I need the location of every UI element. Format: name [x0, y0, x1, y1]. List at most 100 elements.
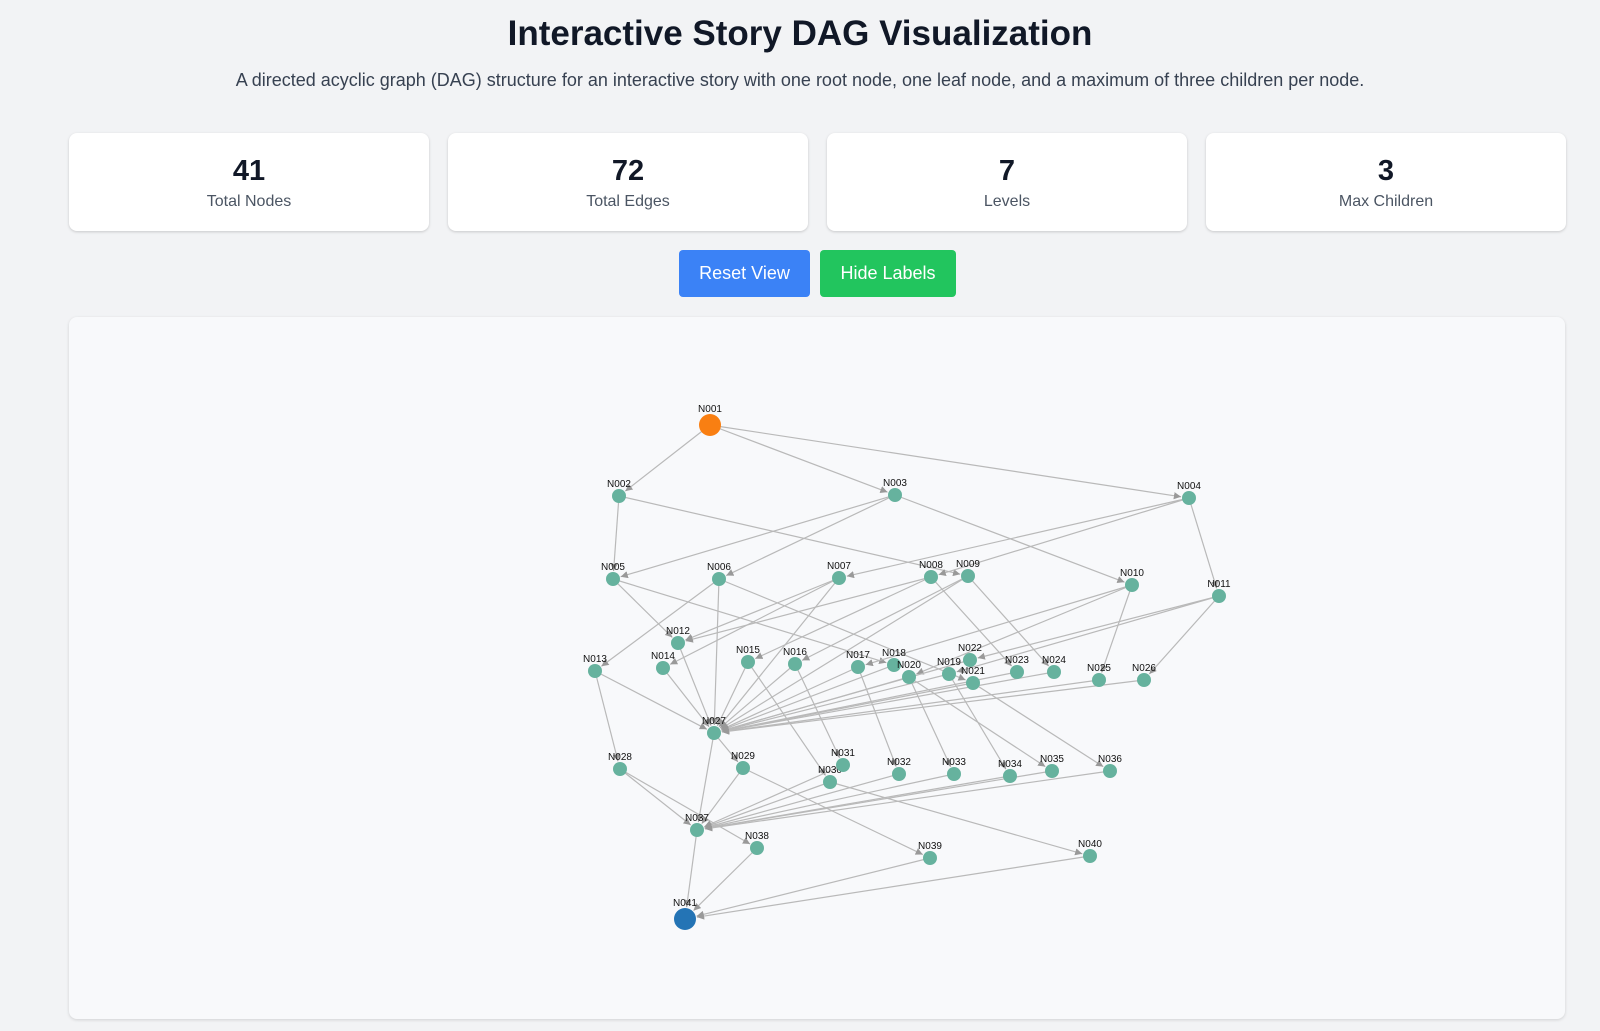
node-circle[interactable]	[612, 489, 626, 503]
node-n026[interactable]: N026	[1132, 663, 1156, 687]
node-n035[interactable]: N035	[1040, 754, 1064, 778]
node-n012[interactable]: N012	[666, 626, 690, 650]
node-circle[interactable]	[1010, 665, 1024, 679]
node-circle[interactable]	[961, 569, 975, 583]
node-circle[interactable]	[963, 653, 977, 667]
node-circle[interactable]	[966, 676, 980, 690]
node-n033[interactable]: N033	[942, 757, 966, 781]
page-title: Interactive Story DAG Visualization	[507, 14, 1093, 53]
node-circle[interactable]	[924, 570, 938, 584]
edge-n017-n032	[857, 666, 897, 767]
node-circle[interactable]	[1137, 673, 1151, 687]
node-circle[interactable]	[1125, 578, 1139, 592]
node-circle[interactable]	[851, 660, 865, 674]
node-n040[interactable]: N040	[1078, 839, 1102, 863]
node-n023[interactable]: N023	[1005, 655, 1029, 679]
node-circle[interactable]	[1092, 673, 1106, 687]
node-circle[interactable]	[1047, 665, 1061, 679]
node-circle[interactable]	[902, 670, 916, 684]
node-n021[interactable]: N021	[961, 666, 985, 690]
node-circle[interactable]	[741, 655, 755, 669]
edge-n028-n037	[619, 768, 692, 826]
node-circle[interactable]	[1045, 764, 1059, 778]
node-circle[interactable]	[656, 661, 670, 675]
node-n029[interactable]: N029	[731, 751, 755, 775]
node-n028[interactable]: N028	[608, 752, 632, 776]
node-circle[interactable]	[671, 636, 685, 650]
node-circle[interactable]	[1103, 764, 1117, 778]
node-n022[interactable]: N022	[958, 643, 982, 667]
node-circle[interactable]	[888, 488, 902, 502]
node-circle[interactable]	[942, 667, 956, 681]
node-n030[interactable]: N030	[818, 765, 842, 789]
node-n013[interactable]: N013	[583, 654, 607, 678]
root-node-circle[interactable]	[699, 414, 721, 436]
node-n008[interactable]: N008	[919, 560, 943, 584]
hide-labels-button[interactable]: Hide Labels	[820, 250, 956, 297]
node-circle[interactable]	[588, 664, 602, 678]
node-circle[interactable]	[788, 657, 802, 671]
node-n019[interactable]: N019	[937, 657, 961, 681]
node-circle[interactable]	[836, 758, 850, 772]
node-circle[interactable]	[736, 761, 750, 775]
node-n031[interactable]: N031	[831, 748, 855, 772]
node-n005[interactable]: N005	[601, 562, 625, 586]
node-circle[interactable]	[923, 851, 937, 865]
node-n027[interactable]: N027	[702, 716, 726, 740]
node-n025[interactable]: N025	[1087, 663, 1111, 687]
node-n032[interactable]: N032	[887, 757, 911, 781]
node-n011[interactable]: N011	[1207, 579, 1231, 603]
node-n018[interactable]: N018	[882, 648, 906, 672]
node-circle[interactable]	[707, 726, 721, 740]
node-n016[interactable]: N016	[783, 647, 807, 671]
node-n024[interactable]: N024	[1042, 655, 1066, 679]
node-circle[interactable]	[823, 775, 837, 789]
node-circle[interactable]	[613, 762, 627, 776]
node-label: N014	[651, 651, 675, 662]
node-label: N003	[883, 478, 907, 489]
node-n020[interactable]: N020	[897, 660, 921, 684]
node-circle[interactable]	[1083, 849, 1097, 863]
node-label: N029	[731, 751, 755, 762]
page-subtitle: A directed acyclic graph (DAG) structure…	[235, 70, 1365, 90]
node-label: N001	[698, 404, 722, 415]
node-label: N034	[998, 759, 1022, 770]
node-n003[interactable]: N003	[883, 478, 907, 502]
node-circle[interactable]	[606, 572, 620, 586]
node-n006[interactable]: N006	[707, 562, 731, 586]
leaf-node-circle[interactable]	[674, 908, 696, 930]
node-circle[interactable]	[1212, 589, 1226, 603]
node-n002[interactable]: N002	[607, 479, 631, 503]
node-n004[interactable]: N004	[1177, 481, 1201, 505]
node-n001[interactable]: N001	[698, 404, 722, 436]
node-circle[interactable]	[712, 572, 726, 586]
node-label: N021	[961, 666, 985, 677]
node-n037[interactable]: N037	[685, 813, 709, 837]
node-circle[interactable]	[892, 767, 906, 781]
stat-card-max-children: 3 Max Children	[1206, 133, 1566, 231]
node-circle[interactable]	[1182, 491, 1196, 505]
node-circle[interactable]	[750, 841, 764, 855]
node-n007[interactable]: N007	[827, 561, 851, 585]
edge-n003-n005	[620, 494, 896, 579]
node-n039[interactable]: N039	[918, 841, 942, 865]
reset-view-button[interactable]: Reset View	[679, 250, 810, 297]
node-circle[interactable]	[832, 571, 846, 585]
node-n015[interactable]: N015	[736, 645, 760, 669]
node-n014[interactable]: N014	[651, 651, 675, 675]
node-n009[interactable]: N009	[956, 559, 980, 583]
node-n017[interactable]: N017	[846, 650, 870, 674]
node-circle[interactable]	[1003, 769, 1017, 783]
node-n036[interactable]: N036	[1098, 754, 1122, 778]
node-n010[interactable]: N010	[1120, 568, 1144, 592]
edge-n011-n026	[1148, 595, 1220, 675]
node-circle[interactable]	[947, 767, 961, 781]
node-circle[interactable]	[887, 658, 901, 672]
edge-n007-n012	[685, 577, 840, 641]
node-circle[interactable]	[690, 823, 704, 837]
node-n041[interactable]: N041	[673, 898, 697, 930]
node-n038[interactable]: N038	[745, 831, 769, 855]
node-n034[interactable]: N034	[998, 759, 1022, 783]
